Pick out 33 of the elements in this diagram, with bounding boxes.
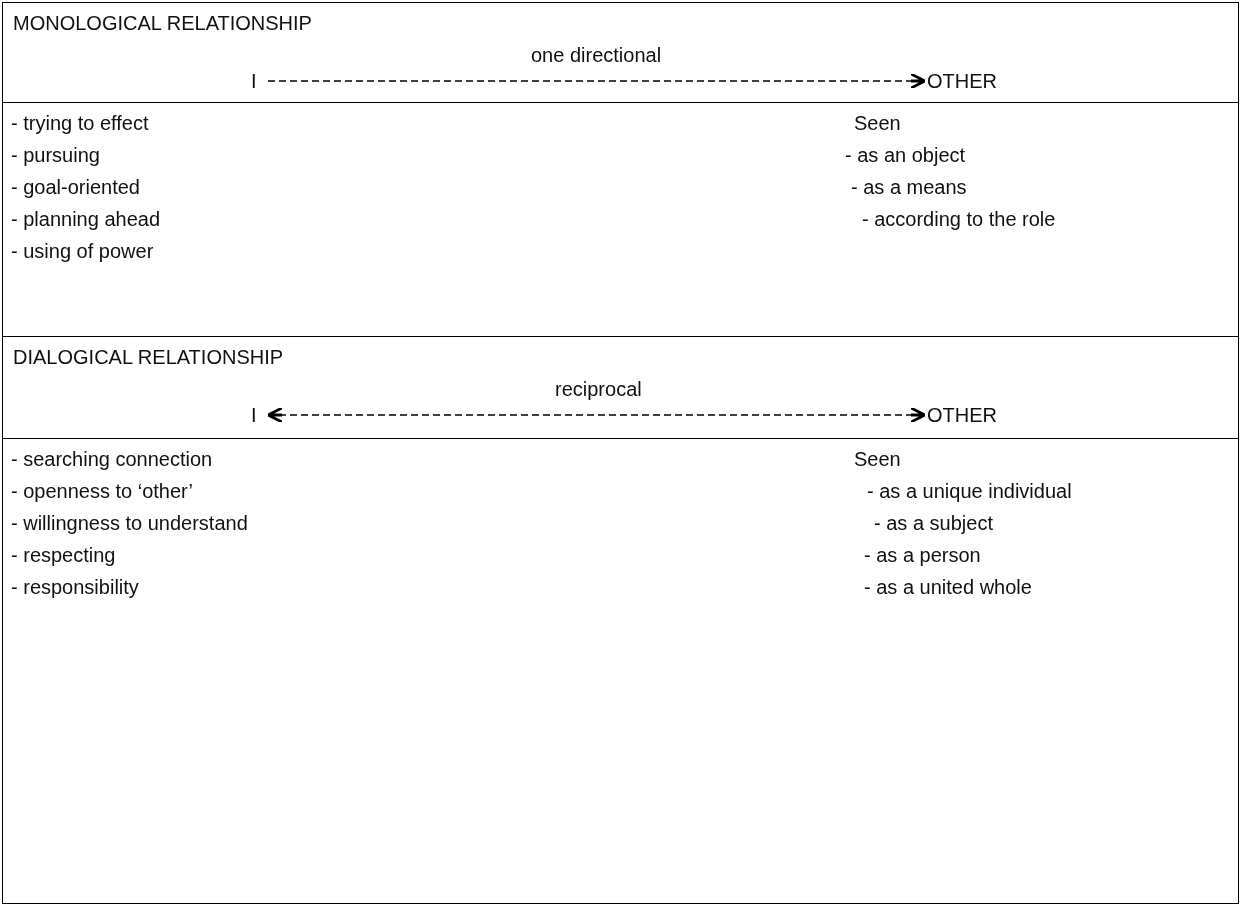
list-item: - goal-oriented xyxy=(11,175,140,199)
list-item: - pursuing xyxy=(11,143,100,167)
list-item: - as a means xyxy=(851,175,967,199)
node-label: OTHER xyxy=(927,403,997,427)
list-item: - as a unique individual xyxy=(867,479,1072,503)
table-cell xyxy=(2,438,1239,904)
list-item: - planning ahead xyxy=(11,207,160,231)
list-item: - using of power xyxy=(11,239,154,263)
header-cell xyxy=(2,336,1239,439)
list-item: - as a subject xyxy=(874,511,993,535)
header-cell xyxy=(2,2,1239,103)
list-item: - searching connection xyxy=(11,447,213,471)
list-item: - as a person xyxy=(864,543,981,567)
dashed-arrow xyxy=(267,72,927,90)
list-item: - as a united whole xyxy=(864,575,1032,599)
section-heading: DIALOGICAL RELATIONSHIP xyxy=(13,345,284,369)
column-heading: Seen xyxy=(854,447,901,471)
list-item: - responsibility xyxy=(11,575,139,599)
list-item: - respecting xyxy=(11,543,116,567)
table-cell xyxy=(2,102,1239,337)
column-heading: Seen xyxy=(854,111,901,135)
list-item: - openness to ‘other’ xyxy=(11,479,193,503)
relation-label: one directional xyxy=(531,43,662,67)
relation-label: reciprocal xyxy=(555,377,642,401)
node-label: I xyxy=(251,403,257,427)
section-heading: MONOLOGICAL RELATIONSHIP xyxy=(13,11,312,35)
list-item: - as an object xyxy=(845,143,966,167)
list-item: - according to the role xyxy=(862,207,1056,231)
node-label: I xyxy=(251,69,257,93)
dashed-arrow xyxy=(266,406,927,424)
node-label: OTHER xyxy=(927,69,997,93)
list-item: - willingness to understand xyxy=(11,511,248,535)
list-item: - trying to effect xyxy=(11,111,149,135)
